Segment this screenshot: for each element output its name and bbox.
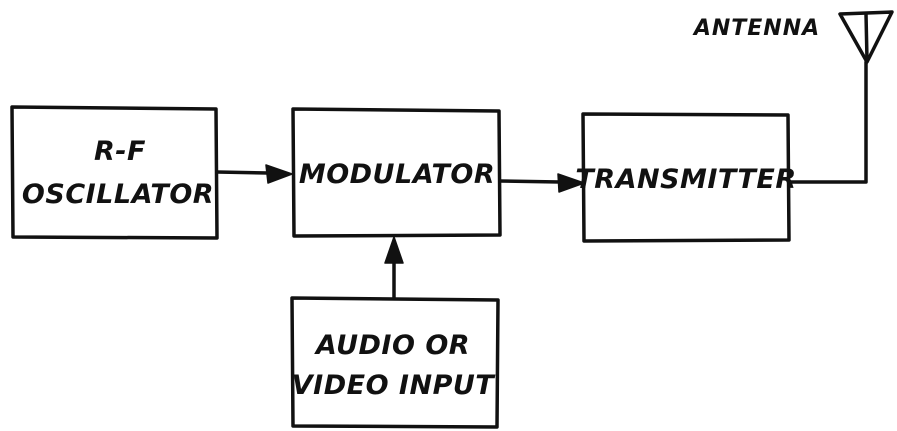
- arrow-oscillator-to-modulator: [215, 164, 293, 184]
- arrow-input-to-modulator-head: [384, 236, 404, 264]
- modulator-block: MODULATOR: [291, 107, 502, 238]
- rf-oscillator-block: R-F OSCILLATOR: [10, 105, 219, 240]
- arrow-oscillator-to-modulator-head: [265, 164, 293, 184]
- rf-oscillator-label-line2: OSCILLATOR: [22, 179, 214, 210]
- arrow-modulator-to-transmitter: [498, 173, 585, 193]
- modulator-label: MODULATOR: [299, 159, 495, 190]
- rf-oscillator-box: [10, 105, 219, 240]
- antenna-feed-line: [787, 60, 868, 184]
- transmitter-label: TRANSMITTER: [575, 164, 796, 195]
- audio-video-input-box: [290, 296, 500, 429]
- transmitter-block: TRANSMITTER: [575, 112, 796, 243]
- antenna-label: ANTENNA: [692, 16, 820, 41]
- arrow-oscillator-to-modulator-line: [215, 170, 270, 175]
- audio-video-input-label-line2: VIDEO INPUT: [292, 370, 497, 401]
- antenna-center-element: [864, 12, 869, 62]
- arrow-modulator-to-transmitter-line: [498, 179, 562, 184]
- arrow-modulator-to-transmitter-head: [557, 173, 585, 193]
- antenna-icon: [838, 10, 894, 64]
- rf-oscillator-label-line1: R-F: [94, 136, 146, 167]
- audio-video-input-label-line1: AUDIO OR: [314, 330, 470, 361]
- arrow-input-to-modulator: [384, 236, 404, 300]
- transmitter-box: [581, 112, 791, 243]
- modulator-box: [291, 107, 502, 238]
- audio-video-input-block: AUDIO OR VIDEO INPUT: [290, 296, 500, 429]
